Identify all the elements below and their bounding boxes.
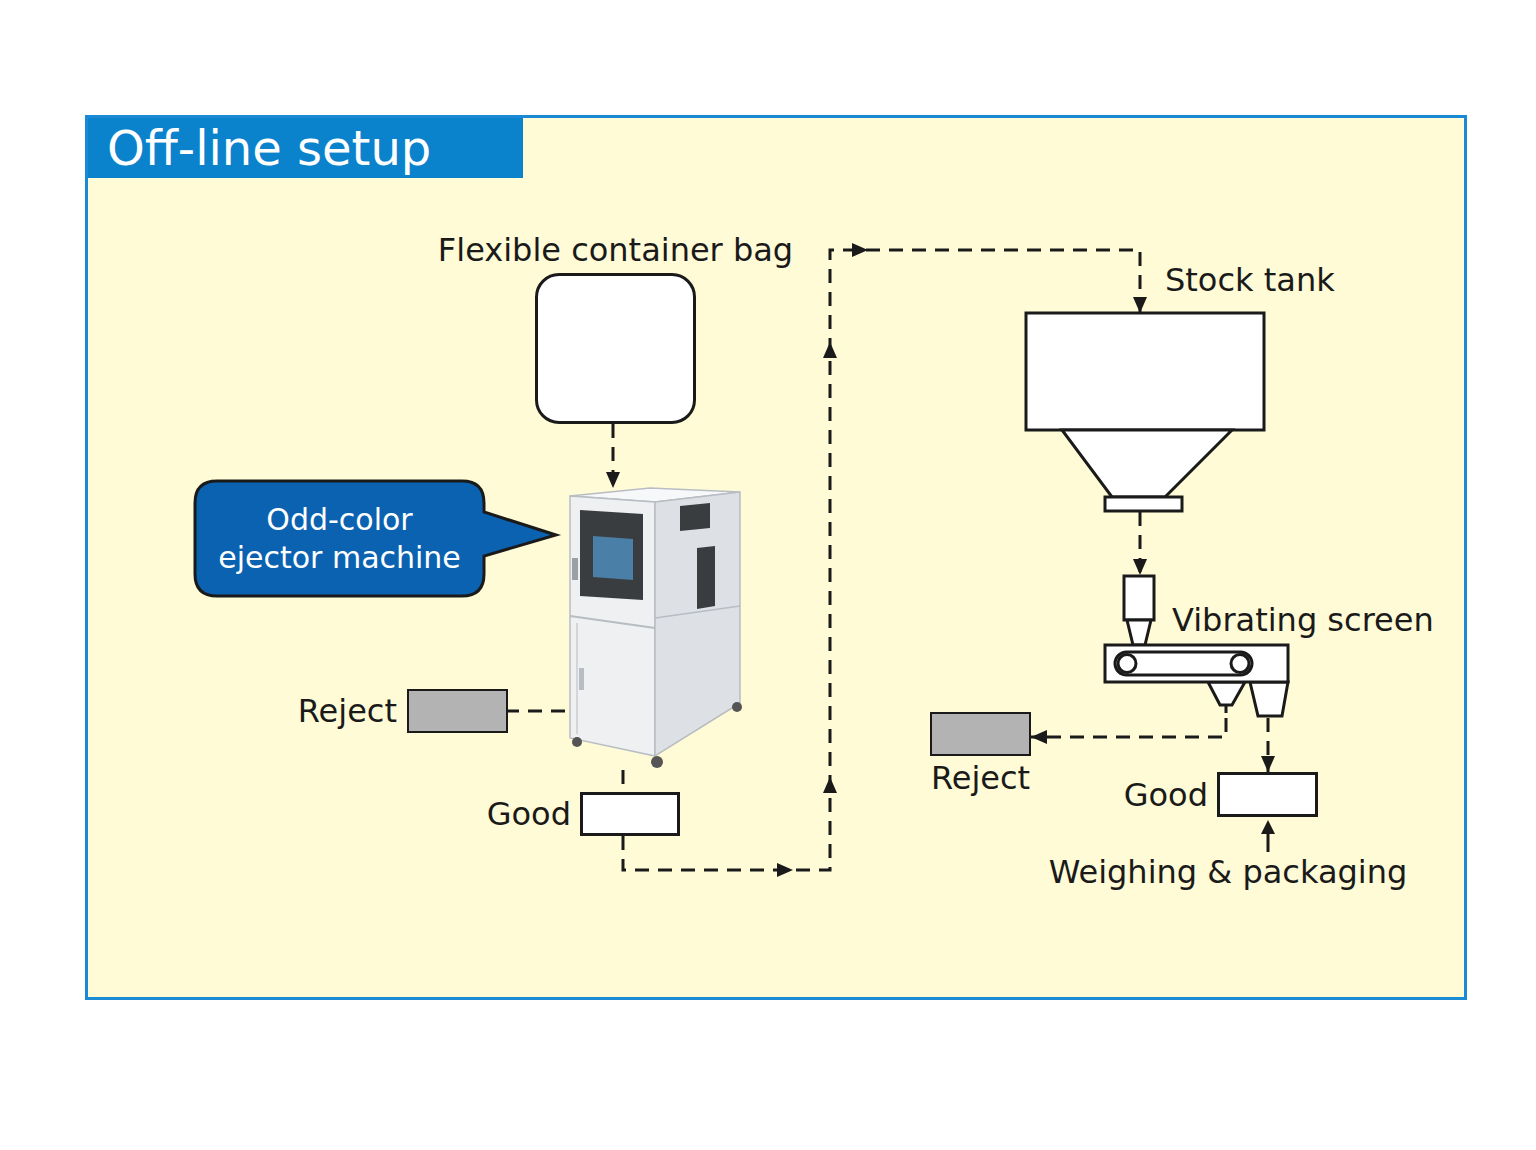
wheel [572, 737, 582, 747]
machine-display [593, 536, 633, 580]
machine-handle [572, 558, 578, 580]
wheel [651, 756, 663, 768]
tank-drawing [1026, 313, 1264, 512]
arrow-head [1031, 730, 1047, 744]
outlet-right [1250, 682, 1288, 716]
reject-bin: Reject [930, 712, 1031, 756]
tank-outlet [1105, 497, 1182, 511]
side-window [697, 546, 715, 609]
dashed-line [622, 770, 625, 792]
arrow-head [606, 472, 620, 488]
stock-tank: Stock tank [1026, 313, 1264, 512]
node-label: Odd-color ejector machine [195, 481, 484, 596]
reject-bin: Reject [407, 689, 508, 733]
dashed-line [1267, 718, 1270, 772]
dashed-line [623, 250, 1140, 870]
good-bin: Good [580, 792, 680, 836]
flow-connector [1133, 512, 1147, 575]
arrow-head [823, 777, 837, 793]
door-line [570, 616, 655, 628]
flow-connector [623, 770, 624, 792]
sorter-illustration [565, 488, 745, 770]
feeder [1124, 576, 1154, 620]
flow-connector [606, 424, 620, 488]
node-label: Good [1124, 775, 1208, 815]
arrow-head [1133, 297, 1147, 313]
arrow-head [1261, 820, 1275, 834]
node-label: Good [487, 794, 571, 834]
arrow-head [852, 243, 868, 257]
screen-body [1105, 645, 1288, 682]
door-latch [579, 668, 584, 690]
sorter-machine: Odd-color ejector machine [565, 488, 745, 770]
machine-front [570, 496, 655, 756]
feeder-cone [1127, 620, 1151, 645]
screen-drawing [1105, 575, 1288, 718]
callout-bubble [195, 481, 556, 596]
machine-side [655, 492, 740, 756]
node-label: Reject [298, 691, 397, 731]
side-window [680, 503, 710, 531]
dashed-line [1031, 718, 1226, 737]
arrow-head [777, 863, 793, 877]
container-bag: Flexible container bag [535, 273, 696, 424]
leader-line [1267, 832, 1270, 852]
tank-body [1026, 313, 1264, 430]
dashed-line [508, 710, 565, 713]
dashed-line [612, 424, 615, 488]
arrow-head [1133, 559, 1147, 575]
door-line [576, 623, 578, 734]
machine-screen [580, 510, 643, 600]
dashed-line [1139, 512, 1142, 575]
node-label: Reject [931, 758, 1030, 798]
arrow-head [823, 342, 837, 358]
vibrating-screen: Vibrating screen [1105, 575, 1288, 718]
outlet-left [1208, 682, 1245, 705]
good-bin: Good [1217, 772, 1318, 817]
flow-connector [1031, 718, 1226, 744]
node-label: Flexible container bag [438, 230, 793, 270]
wheel [732, 702, 742, 712]
roller [1231, 655, 1249, 673]
flow-connector [1261, 718, 1275, 772]
flow-connector [508, 711, 565, 712]
flow-connector [623, 243, 1147, 877]
arrow-head [1261, 756, 1275, 772]
belt [1115, 652, 1252, 675]
node-label: Stock tank [1165, 260, 1335, 300]
node-label: Vibrating screen [1172, 600, 1434, 640]
title-text: Off-line setup [107, 118, 431, 178]
tank-hopper [1062, 430, 1232, 497]
outlet-stem [1225, 705, 1228, 718]
panel-line [655, 606, 740, 618]
roller [1118, 655, 1136, 673]
note-label: Weighing & packaging [1049, 852, 1408, 892]
